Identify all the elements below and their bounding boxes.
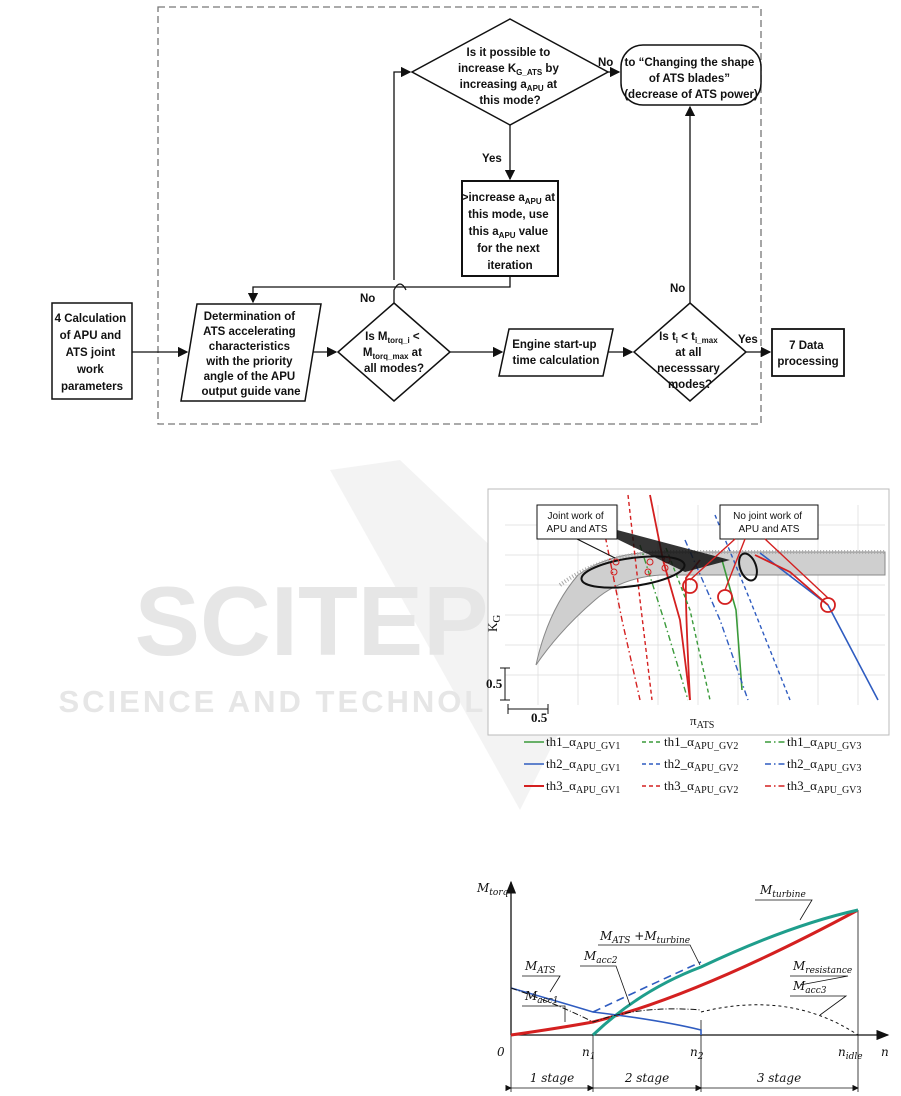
label-m-acc1: Macc1: [524, 989, 558, 1006]
label-no-kg: No: [598, 57, 613, 69]
decision-time-diamond[interactable]: [632, 302, 748, 402]
torque-origin: 0: [497, 1045, 505, 1059]
kg-x-tick: 0.5: [531, 710, 548, 725]
start-box[interactable]: [51, 302, 133, 400]
label-nidle: nidle: [838, 1045, 863, 1062]
curve-ats-plus-turbine: [592, 961, 702, 1013]
legend-label-th1-apu_gv3: th1_αAPU_GV3: [787, 734, 861, 752]
callout-joint-wedge: [617, 530, 730, 572]
legend-label-th2-apu_gv1: th2_αAPU_GV1: [546, 756, 620, 774]
curve-acc2: [592, 1008, 702, 1023]
torque-guides: [510, 910, 859, 1092]
label-m-ats-turbine: MATS +Mturbine: [599, 929, 690, 946]
startup-time-text: Engine start-up time calculation: [512, 339, 600, 367]
dashed-frame: [157, 6, 762, 425]
curve-th2-gv2: [714, 514, 791, 701]
kg-scale-bars: [500, 667, 549, 714]
kg-x-label: πATS: [690, 713, 714, 731]
legend-label-th3-apu_gv3: th3_αAPU_GV3: [787, 778, 861, 796]
curve-th3-gv1: [649, 494, 691, 701]
curve-th3-flat: [754, 554, 829, 606]
decision-time-text: Is ti < ti_max at all necesssary modes?: [657, 331, 723, 391]
callout-nojoint-leaders: [689, 538, 829, 599]
curve-th1-gv1: [721, 559, 743, 691]
label-m-acc3: Macc3: [792, 979, 827, 996]
label-n2: n2: [690, 1045, 704, 1062]
decision-torque-diamond[interactable]: [336, 302, 452, 402]
startup-time-parallelogram[interactable]: [498, 328, 614, 377]
curve-turbine: [591, 908, 859, 1037]
kg-legend: th1_αAPU_GV1 th1_αAPU_GV2 th1_αAPU_GV3 th2_…: [524, 734, 861, 796]
increase-box[interactable]: [461, 180, 559, 277]
kg-chart: Joint work of APU and ATS No joint work …: [485, 488, 890, 796]
label-m-ats: MATS: [524, 959, 555, 976]
kg-y-label: KG: [485, 615, 503, 632]
callout-joint-leader: [576, 538, 616, 559]
legend-label-th2-apu_gv3: th2_αAPU_GV3: [787, 756, 861, 774]
curve-th3-gv2: [627, 494, 653, 701]
legend-label-th1-apu_gv2: th1_αAPU_GV2: [664, 734, 738, 752]
flow-connectors: [132, 66, 772, 358]
legend-label-th2-apu_gv2: th2_αAPU_GV2: [664, 756, 738, 774]
data-box[interactable]: [771, 328, 845, 377]
shape-box[interactable]: [620, 44, 762, 106]
flowchart: 4 Calculation of APU and ATS joint work …: [51, 6, 845, 425]
curve-acc3: [700, 1004, 859, 1036]
callout-joint-text: Joint work of APU and ATS: [547, 511, 608, 535]
torque-x-label: n: [881, 1045, 889, 1059]
nojoint-ellipse: [738, 552, 758, 582]
stage-1-label: 1 stage: [530, 1071, 574, 1085]
label-yes-time: Yes: [738, 334, 758, 346]
label-m-resistance: Mresistance: [792, 959, 852, 976]
decision-kg-text: Is it possible to increase KG_ATS by inc…: [458, 47, 562, 107]
stage-3-label: 3 stage: [757, 1071, 801, 1085]
label-n1: n1: [582, 1045, 595, 1062]
data-box-text: 7 Data processing: [777, 340, 838, 368]
torque-y-label: Mtorq: [476, 881, 509, 898]
torque-chart: Mtorq n 0 Mturbine MATS +Mtu: [476, 880, 890, 1092]
determination-parallelogram[interactable]: [180, 303, 322, 402]
label-m-acc2: Macc2: [583, 949, 618, 966]
curve-resistance: [510, 908, 859, 1037]
curve-th1-gv2: [665, 547, 711, 701]
determination-text: Determination of ATS accelerating charac…: [201, 311, 300, 398]
callout-nojoint-text: No joint work of APU and ATS: [733, 511, 805, 535]
legend-label-th3-apu_gv2: th3_αAPU_GV2: [664, 778, 738, 796]
kg-y-tick: 0.5: [486, 676, 503, 691]
stage-2-label: 2 stage: [624, 1071, 669, 1085]
curve-acc1: [510, 987, 594, 1023]
shape-box-text: to “Changing the shape of ATS blades” (d…: [624, 57, 758, 101]
start-box-text: 4 Calculation of APU and ATS joint work …: [55, 313, 130, 393]
torque-leaders: [522, 899, 849, 1022]
increase-box-text: >increase aAPU at this mode, use this aA…: [462, 192, 559, 272]
envelope-dotted: [558, 550, 885, 587]
legend-label-th1-apu_gv1: th1_αAPU_GV1: [546, 734, 620, 752]
label-no-torque: No: [360, 293, 375, 305]
callout-joint-box: [536, 504, 618, 540]
label-no-time: No: [670, 283, 685, 295]
label-yes-kg: Yes: [482, 153, 502, 165]
decision-torque-text: Is Mtorq_i < Mtorq_max at all modes?: [363, 331, 425, 375]
legend-label-th3-apu_gv1: th3_αAPU_GV1: [546, 778, 620, 796]
callout-nojoint-box: [719, 504, 819, 540]
label-m-turbine: Mturbine: [759, 883, 806, 900]
curve-th3-gv3: [599, 509, 641, 701]
